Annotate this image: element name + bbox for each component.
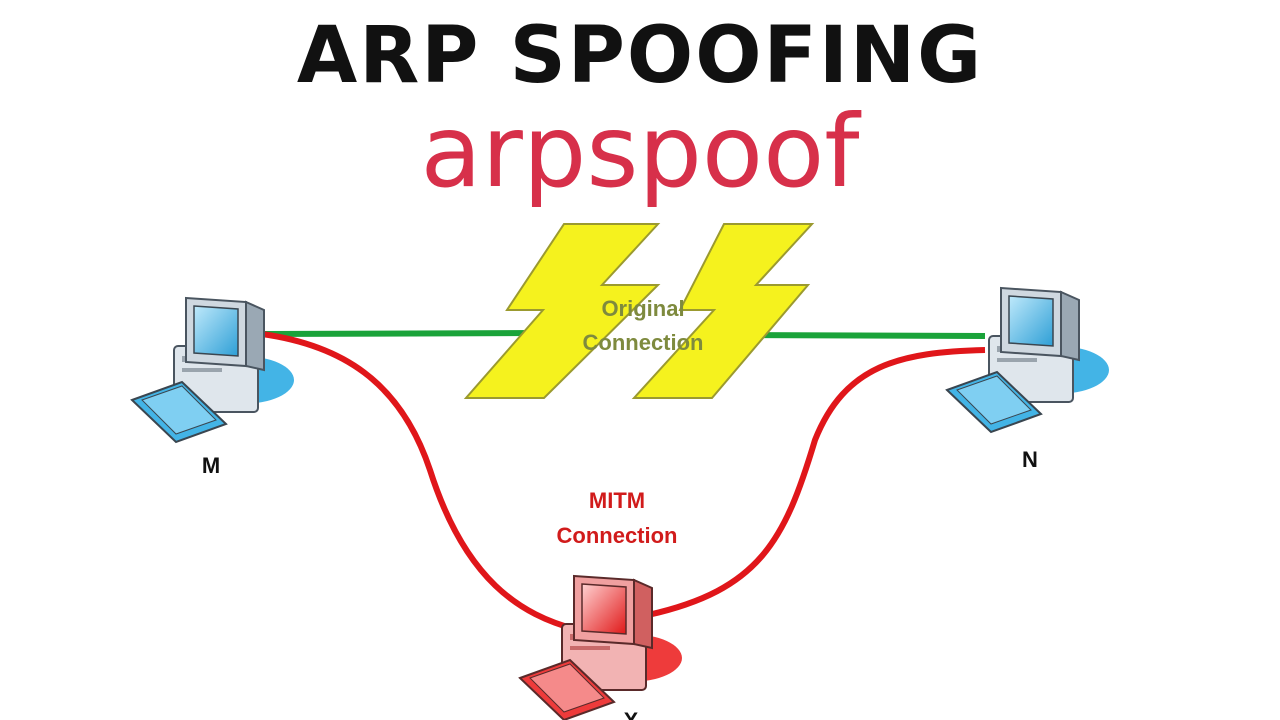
page-title: ARP SPOOFING: [296, 11, 984, 101]
lightning-bolt-icon-left: [463, 223, 661, 399]
computer-icon-x: [518, 574, 682, 720]
original-label-line2: Connection: [583, 330, 704, 355]
mitm-connection: [261, 331, 986, 633]
node-label-m: M: [202, 453, 220, 478]
node-label-x: X: [624, 708, 639, 720]
lightning-bolt-icon-right: [631, 223, 815, 399]
original-connection: [261, 330, 986, 339]
original-label-line1: Original: [601, 296, 684, 321]
computer-icon-m: [130, 296, 294, 444]
mitm-label-line2: Connection: [557, 523, 678, 548]
node-label-n: N: [1022, 447, 1038, 472]
mitm-connection-label: MITM Connection: [557, 488, 678, 548]
mitm-label-line1: MITM: [589, 488, 645, 513]
original-connection-label: Original Connection: [583, 296, 704, 355]
computer-icon-n: [945, 286, 1109, 434]
page-subtitle: arpspoof: [420, 93, 860, 210]
